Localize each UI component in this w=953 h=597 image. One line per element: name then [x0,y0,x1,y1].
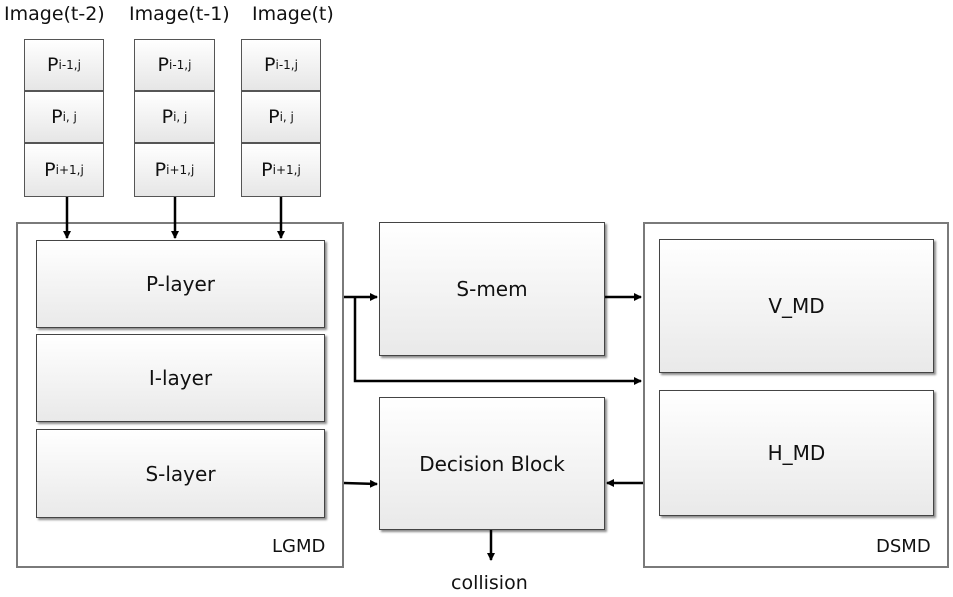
decision-block-label: Decision Block [419,451,565,476]
lgmd-group [16,222,344,568]
image-t-title: Image(t) [252,3,334,25]
i-layer-block: I-layer [36,334,325,422]
h-md-label: H_MD [767,441,826,465]
dsmd-group [643,222,949,568]
s-layer-block: S-layer [36,429,325,518]
image-t-1-title: Image(t-1) [129,3,230,25]
v-md-label: V_MD [768,294,825,318]
dsmd-label: DSMD [876,536,931,557]
s-layer-label: S-layer [145,461,216,486]
arrow-lgmd-to-dsmd [353,297,642,385]
arrow-lgmd-to-decision [343,479,378,488]
p-layer-label: P-layer [145,272,215,296]
v-md-block: V_MD [659,239,934,373]
s-mem-block: S-mem [379,222,605,356]
h-md-block: H_MD [659,390,934,516]
decision-block: Decision Block [379,397,605,530]
s-mem-label: S-mem [456,277,528,301]
p-layer-block: P-layer [36,240,325,328]
lgmd-label: LGMD [272,536,326,557]
image-t-2-title: Image(t-2) [4,3,105,25]
collision-output-label: collision [451,572,528,594]
i-layer-label: I-layer [148,366,213,390]
